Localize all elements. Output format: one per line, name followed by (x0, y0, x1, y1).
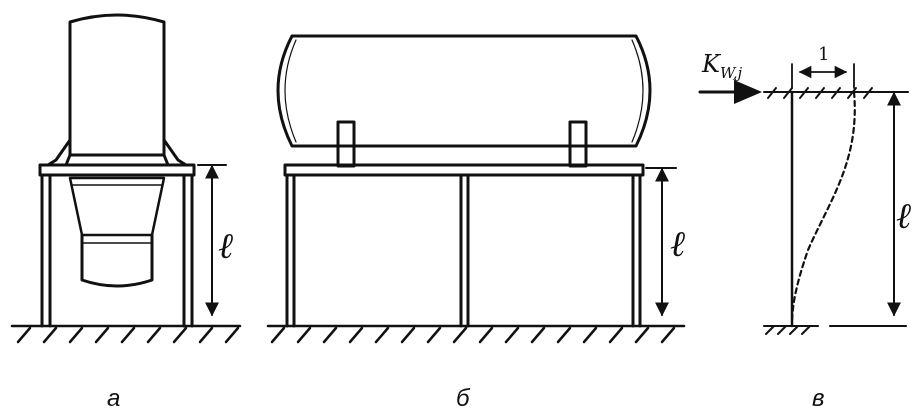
force-label: KW,j (701, 50, 743, 82)
force-arrow (698, 80, 762, 104)
force-label-subscript: W,j (720, 64, 743, 82)
caption-b: б (456, 385, 471, 412)
panel-a: ℓ а (10, 13, 242, 412)
support-frame-a (38, 163, 196, 328)
dimension-b (645, 167, 677, 327)
panel-b: ℓ б (266, 34, 686, 412)
ground-a (10, 324, 242, 344)
dimension-a (197, 164, 227, 327)
vertical-vessel (46, 13, 188, 288)
caption-a: а (107, 385, 120, 412)
force-label-main: K (701, 50, 722, 78)
length-label-b: ℓ (670, 224, 685, 265)
length-label-a: ℓ (218, 226, 233, 267)
deflection-curve (790, 90, 856, 328)
ground-b (266, 324, 686, 344)
length-label-v: ℓ (896, 196, 911, 237)
bottom-hatch (763, 325, 819, 335)
panel-v: KW,j 1 ℓ в (698, 44, 911, 412)
support-frame-b (283, 163, 645, 328)
deflection-dimension (791, 63, 855, 89)
horizontal-tank (276, 34, 652, 148)
dimension-v (829, 91, 909, 327)
saddle-supports (336, 120, 588, 168)
deflection-label: 1 (818, 44, 829, 65)
caption-v: в (812, 385, 825, 412)
